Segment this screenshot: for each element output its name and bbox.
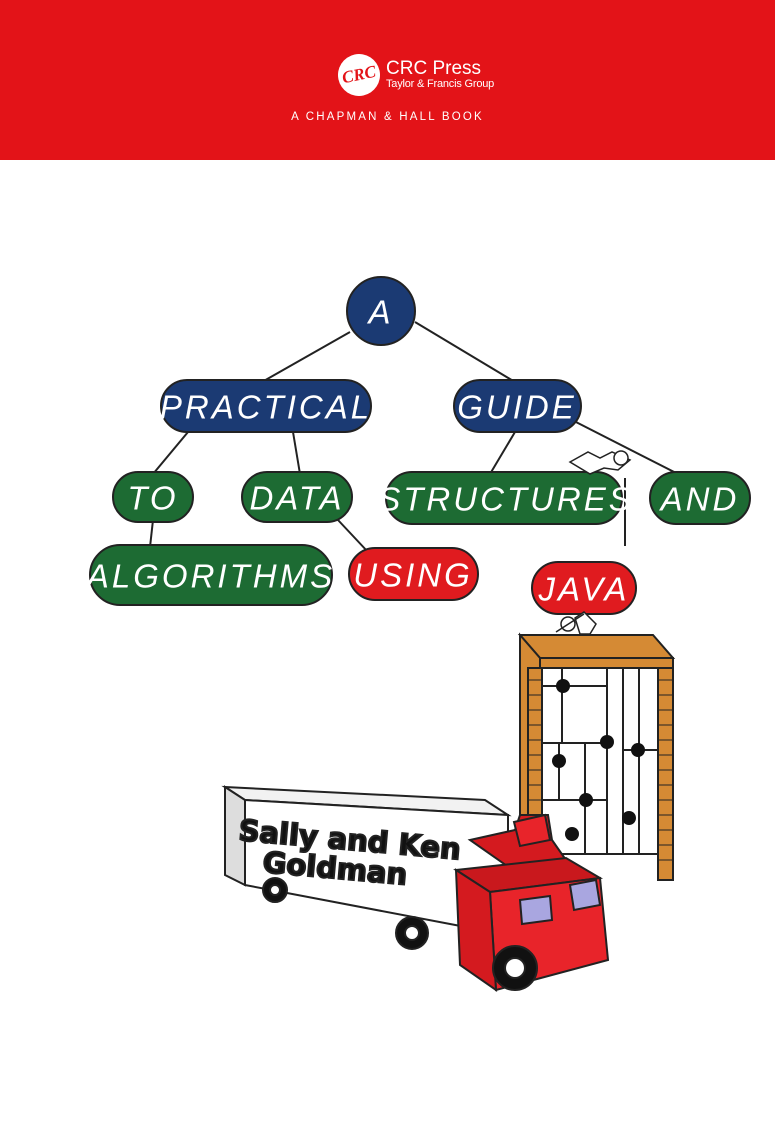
- svg-text:ALGORITHMS: ALGORITHMS: [85, 558, 335, 595]
- node-data: DATA: [241, 471, 353, 523]
- node-practical: PRACTICAL: [160, 379, 372, 433]
- svg-text:AND: AND: [659, 481, 740, 518]
- svg-text:TO: TO: [127, 480, 178, 517]
- node-guide: GUIDE: [453, 379, 582, 433]
- publisher-group: Taylor & Francis Group: [386, 78, 495, 91]
- truck-illustration: Sally and Ken Goldman: [221, 785, 610, 992]
- node-algorithms: ALGORITHMS: [85, 544, 335, 606]
- svg-text:JAVA: JAVA: [538, 571, 630, 608]
- publisher-name: CRC Press: [386, 58, 482, 80]
- svg-text:USING: USING: [353, 557, 473, 594]
- climber-figure-icon: [568, 450, 632, 475]
- svg-text:GUIDE: GUIDE: [457, 389, 577, 426]
- node-structures: STRUCTURES: [378, 471, 634, 525]
- node-to: TO: [112, 471, 194, 523]
- svg-text:A: A: [366, 294, 393, 331]
- climber-figure-icon: [555, 611, 597, 635]
- svg-text:PRACTICAL: PRACTICAL: [160, 389, 372, 426]
- node-a: A: [346, 276, 416, 346]
- tree-edges: [149, 321, 683, 553]
- cabinet-illustration: [517, 632, 676, 882]
- svg-text:DATA: DATA: [249, 480, 344, 517]
- imprint-line: A CHAPMAN & HALL BOOK: [291, 111, 484, 123]
- svg-text:STRUCTURES: STRUCTURES: [378, 481, 634, 518]
- publisher-banner: CRC CRC Press Taylor & Francis Group A C…: [0, 0, 775, 160]
- crc-press-logo: CRC CRC Press Taylor & Francis Group: [334, 50, 495, 100]
- node-using: USING: [348, 547, 479, 601]
- node-and: AND: [649, 471, 751, 525]
- node-java: JAVA: [531, 561, 637, 615]
